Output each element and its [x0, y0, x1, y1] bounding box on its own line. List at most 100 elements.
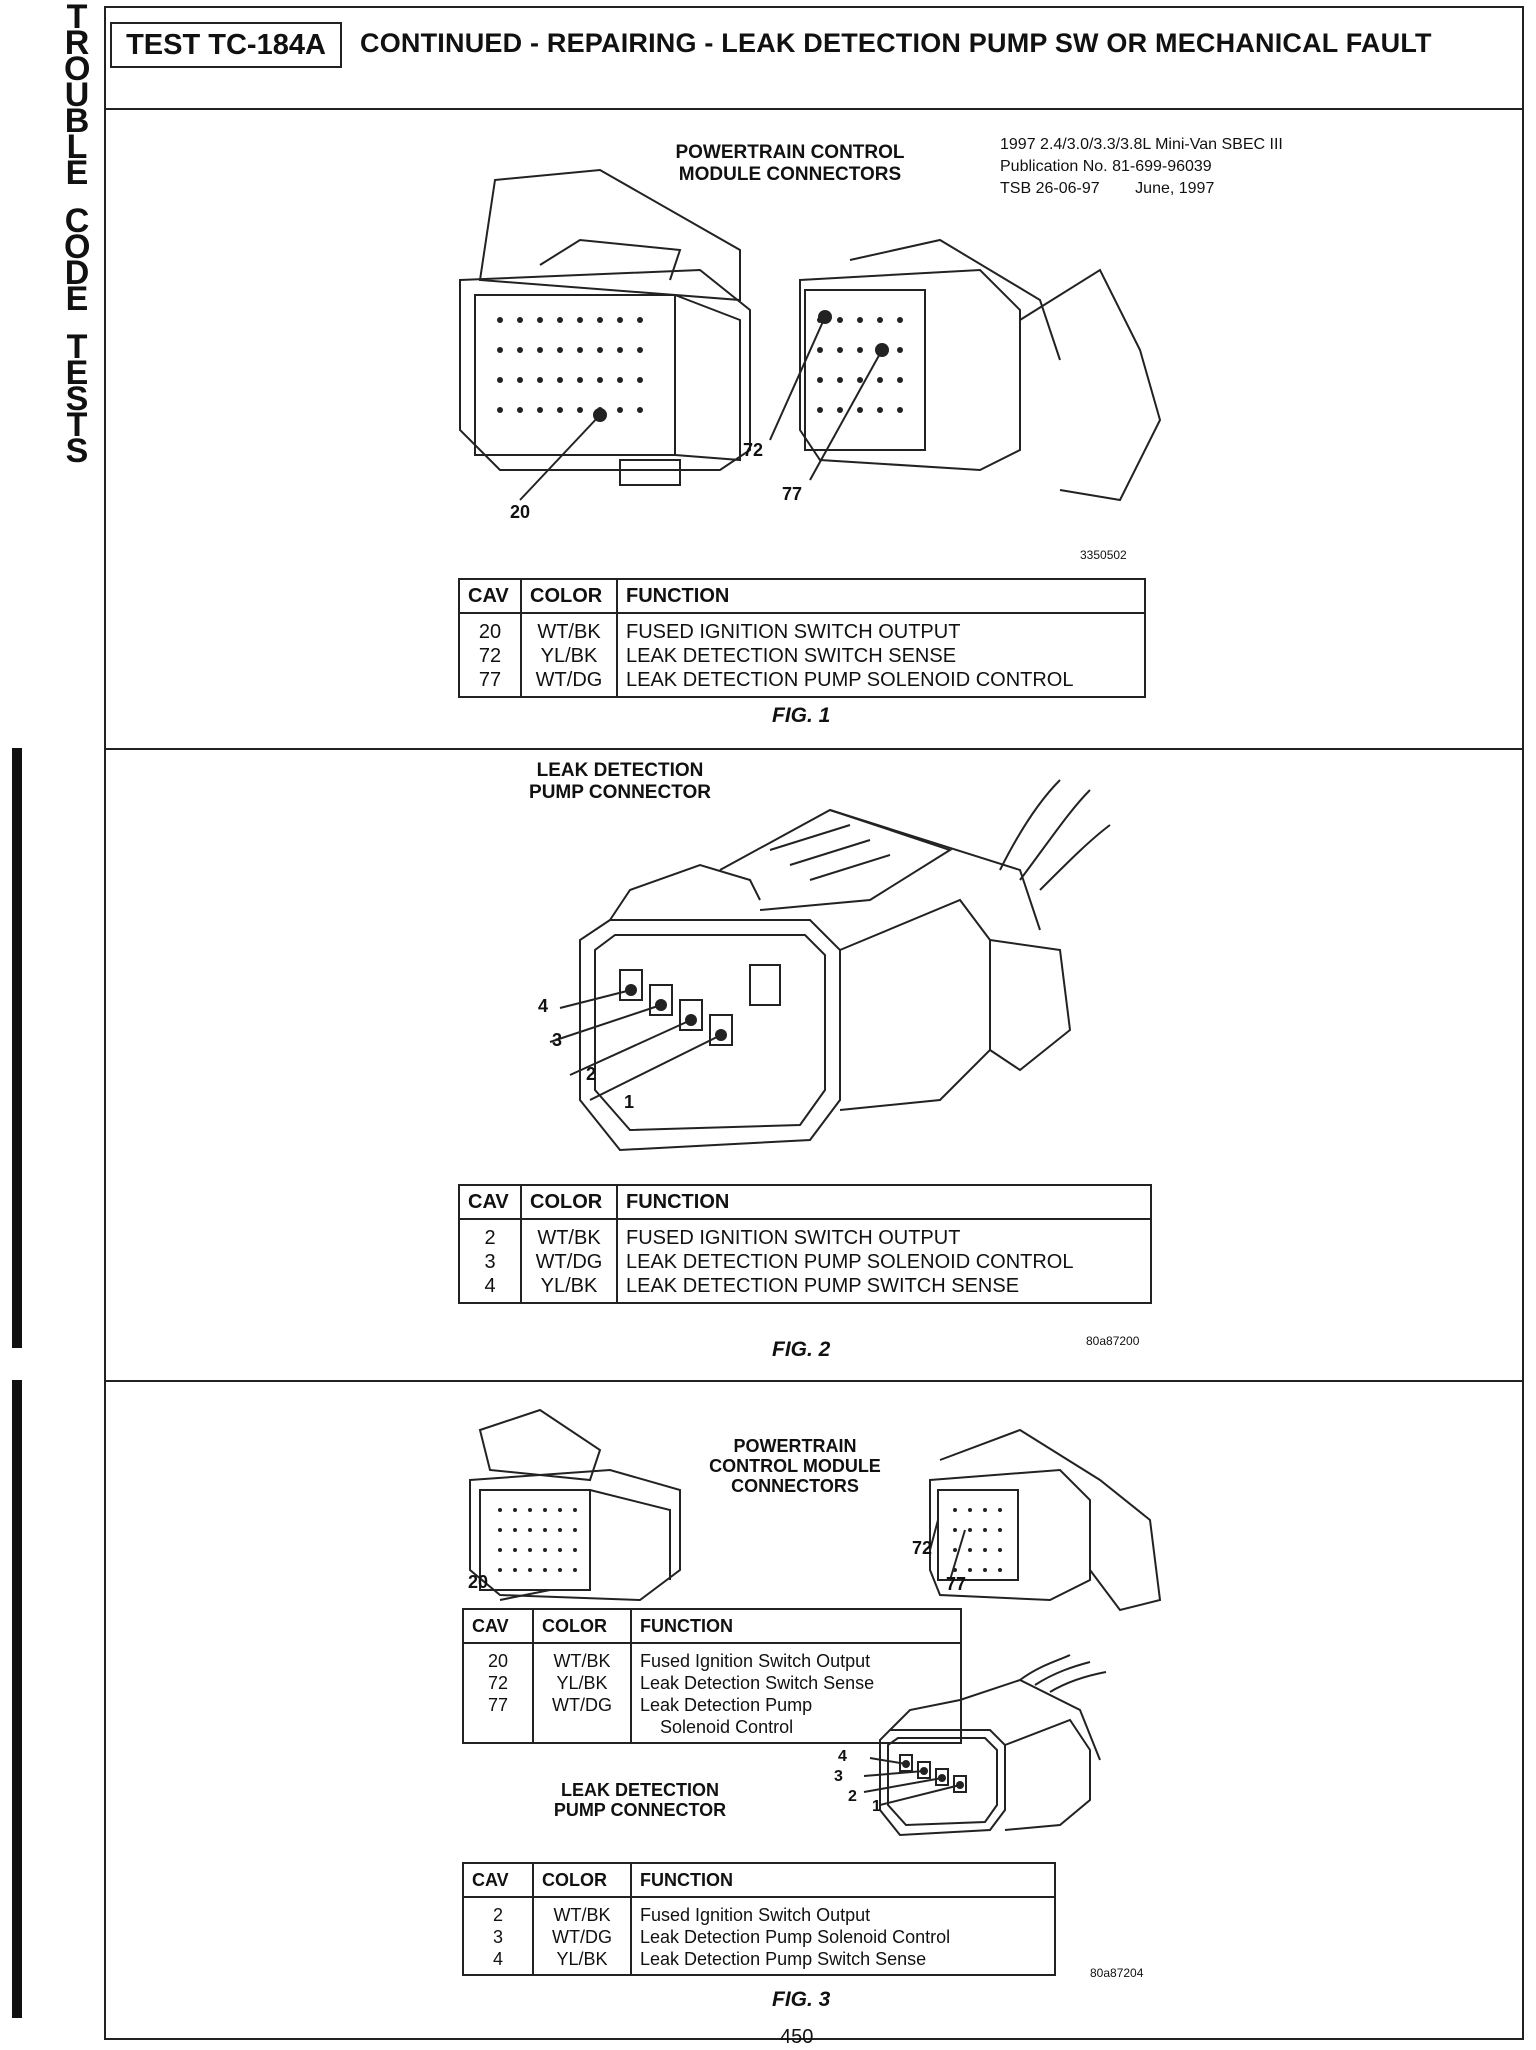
column-header: FUNCTION	[631, 1863, 1055, 1898]
cavity-label-4: 4	[538, 996, 549, 1016]
sidebar-label: T R O U B L E C O D E T E S T S	[64, 0, 91, 470]
table-cell	[463, 1716, 534, 1743]
table-row: 2 WT/BK FUSED IGNITION SWITCH OUTPUT	[459, 1219, 1151, 1250]
leader-lines	[549, 989, 722, 1101]
cavity-label-77: 77	[782, 484, 803, 504]
column-header: CAV	[463, 1609, 534, 1644]
table-cell: YL/BK	[521, 1274, 618, 1303]
table-cell: 77	[459, 668, 522, 697]
page-title: CONTINUED - REPAIRING - LEAK DETECTION P…	[360, 28, 1432, 58]
pump-connector-small-drawing	[863, 1654, 1107, 1837]
binding-bar	[12, 1380, 22, 2018]
connector-latch	[609, 863, 761, 921]
fig3-pcm-table: CAV COLOR FUNCTION 20 WT/BK Fused Igniti…	[462, 1608, 962, 1744]
cavity-label-1: 1	[624, 1092, 635, 1112]
sidebar-letter: D	[64, 254, 90, 292]
publication-line: Publication No. 81-699-96039	[1000, 158, 1212, 175]
sidebar-letter: T	[66, 406, 88, 444]
left-connector-face	[474, 294, 676, 456]
table-cell: 20	[459, 613, 522, 644]
sidebar-letter: L	[66, 128, 88, 166]
image-code: 80a87204	[1090, 1966, 1144, 1980]
divider	[104, 1380, 1524, 1382]
table-cell: Fused Ignition Switch Output	[640, 1905, 871, 1925]
column-header: COLOR	[521, 1185, 618, 1220]
publication-line: 1997 2.4/3.0/3.3/3.8L Mini-Van SBEC III	[1000, 136, 1283, 153]
cavity-label-3: 3	[552, 1030, 563, 1050]
right-connector-harness	[1019, 268, 1162, 502]
binding-bar	[12, 748, 22, 1348]
table-row: 20 WT/BK FUSED IGNITION SWITCH OUTPUT	[459, 613, 1145, 644]
fig3-pump-table: CAV COLOR FUNCTION 2 WT/BK Fused Ignitio…	[462, 1862, 1056, 1976]
fig1-caption: POWERTRAIN CONTROL MODULE CONNECTORS	[675, 142, 905, 185]
table-cell: 3	[459, 1250, 522, 1274]
table-cell: 20	[463, 1643, 534, 1672]
table-cell: WT/DG	[533, 1926, 632, 1948]
sidebar-letter: U	[64, 76, 90, 114]
figure-label: FIG. 1	[772, 704, 831, 727]
table-cell: 77	[463, 1694, 534, 1716]
right-connector-pins	[817, 310, 903, 413]
column-header: CAV	[459, 579, 522, 614]
table-cell: LEAK DETECTION PUMP SOLENOID CONTROL	[626, 1251, 1074, 1273]
left-connector-harness	[478, 168, 741, 302]
sidebar-letter: C	[64, 202, 90, 240]
sidebar-letter: B	[64, 102, 90, 140]
table-row: 4 YL/BK LEAK DETECTION PUMP SWITCH SENSE	[459, 1274, 1151, 1303]
table-row: 3 WT/DG LEAK DETECTION PUMP SOLENOID CON…	[459, 1250, 1151, 1274]
table-row: Solenoid Control	[463, 1716, 961, 1743]
table-cell: 2	[459, 1219, 522, 1250]
sidebar-word-trouble: T R O U B L E	[64, 0, 91, 190]
connector-housing	[579, 919, 841, 1152]
table-cell: WT/BK	[521, 613, 618, 644]
page-frame	[104, 6, 1524, 2040]
sidebar-word-code: C O D E	[64, 202, 91, 316]
cavity-label-3: 3	[834, 1768, 843, 1785]
table-cell: WT/BK	[533, 1643, 632, 1672]
cavity-label-2: 2	[848, 1788, 857, 1805]
table-row: 72 YL/BK LEAK DETECTION SWITCH SENSE	[459, 644, 1145, 668]
pump-connector-drawing	[549, 779, 1111, 1152]
table-row: 4 YL/BK Leak Detection Pump Switch Sense	[463, 1948, 1055, 1975]
table-row: 77 WT/DG Leak Detection Pump	[463, 1694, 961, 1716]
sidebar-letter: T	[66, 0, 88, 36]
table-row: 77 WT/DG LEAK DETECTION PUMP SOLENOID CO…	[459, 668, 1145, 697]
table-cell	[533, 1716, 632, 1743]
cavity-label-72: 72	[743, 440, 764, 460]
table-header-row: CAV COLOR FUNCTION	[463, 1863, 1055, 1898]
connector-side	[839, 898, 991, 1111]
figure-label: FIG. 2	[772, 1338, 831, 1361]
table-row: 20 WT/BK Fused Ignition Switch Output	[463, 1643, 961, 1672]
column-header: FUNCTION	[631, 1609, 961, 1644]
table-row: 3 WT/DG Leak Detection Pump Solenoid Con…	[463, 1926, 1055, 1948]
fig2-caption: LEAK DETECTION PUMP CONNECTOR	[529, 760, 711, 803]
test-id-box: TEST TC-184A	[110, 22, 342, 68]
pcm-connectors-small-drawing	[469, 1408, 1162, 1612]
table-cell: 72	[459, 644, 522, 668]
pcm-connectors-drawing	[459, 168, 1162, 502]
table-row: 2 WT/BK Fused Ignition Switch Output	[463, 1897, 1055, 1926]
right-connector-body	[799, 268, 1021, 472]
table-cell: WT/DG	[533, 1694, 632, 1716]
sidebar-letter: O	[64, 50, 91, 88]
leader-lines	[519, 316, 883, 501]
sidebar-letter: S	[65, 432, 89, 470]
table-cell: FUSED IGNITION SWITCH OUTPUT	[626, 621, 961, 643]
sidebar-letter: O	[64, 228, 91, 266]
sidebar-letter: S	[65, 380, 89, 418]
fig2-cavity-table: CAV COLOR FUNCTION 2 WT/BK FUSED IGNITIO…	[458, 1184, 1152, 1304]
table-cell: YL/BK	[533, 1948, 632, 1975]
wires	[999, 779, 1111, 891]
sidebar-letter: T	[66, 328, 88, 366]
table-cell: 4	[463, 1948, 534, 1975]
table-cell: LEAK DETECTION PUMP SWITCH SENSE	[626, 1275, 1020, 1297]
table-cell: Solenoid Control	[640, 1717, 794, 1737]
cavity-label-77: 77	[946, 1574, 967, 1594]
table-cell: 2	[463, 1897, 534, 1926]
table-cell: Leak Detection Pump	[640, 1695, 813, 1715]
table-cell: WT/DG	[521, 1250, 618, 1274]
column-header: FUNCTION	[617, 579, 1145, 614]
table-cell: Fused Ignition Switch Output	[640, 1651, 871, 1671]
table-cell: LEAK DETECTION PUMP SOLENOID CONTROL	[626, 669, 1074, 691]
column-header: CAV	[463, 1863, 534, 1898]
